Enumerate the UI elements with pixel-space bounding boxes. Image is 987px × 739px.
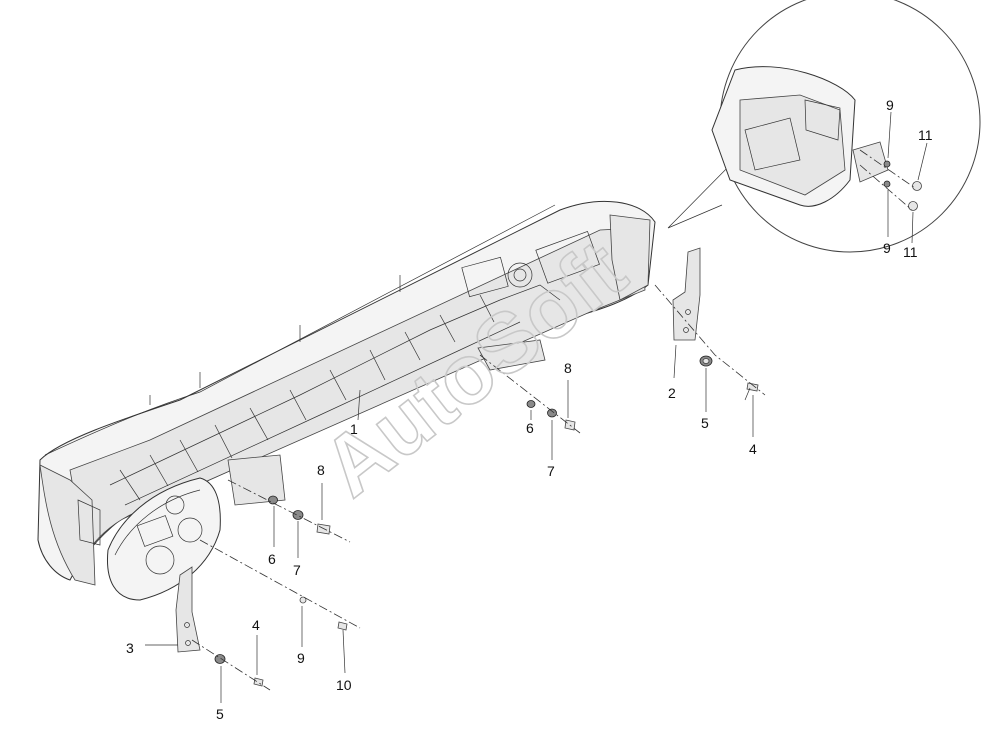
callout-2: 2 [668, 385, 676, 401]
callout-5b: 5 [216, 706, 224, 722]
callout-7a: 7 [547, 463, 555, 479]
callout-9c: 9 [297, 650, 305, 666]
callout-11a: 11 [918, 127, 933, 143]
callout-6b: 6 [268, 551, 276, 567]
leader-lines [145, 111, 928, 703]
callout-7b: 7 [293, 562, 301, 578]
mounting-bracket-left [175, 566, 201, 653]
callout-5a: 5 [701, 415, 709, 431]
assembly-lines [191, 284, 766, 691]
callout-labels: 1 2 3 4 4 5 5 6 6 7 7 8 8 9 9 9 10 11 11 [126, 97, 933, 722]
callout-4b: 4 [252, 617, 260, 633]
callout-8b: 8 [317, 462, 325, 478]
callout-1: 1 [350, 421, 358, 437]
callout-9b: 9 [883, 240, 891, 256]
callout-6a: 6 [526, 420, 534, 436]
callout-9a: 9 [886, 97, 894, 113]
callout-3: 3 [126, 640, 134, 656]
mounting-bracket-right [672, 247, 701, 341]
callout-4a: 4 [749, 441, 757, 457]
callout-8a: 8 [564, 360, 572, 376]
callout-10: 10 [336, 677, 352, 693]
callout-11b: 11 [903, 244, 918, 260]
detail-inset [667, 0, 981, 253]
